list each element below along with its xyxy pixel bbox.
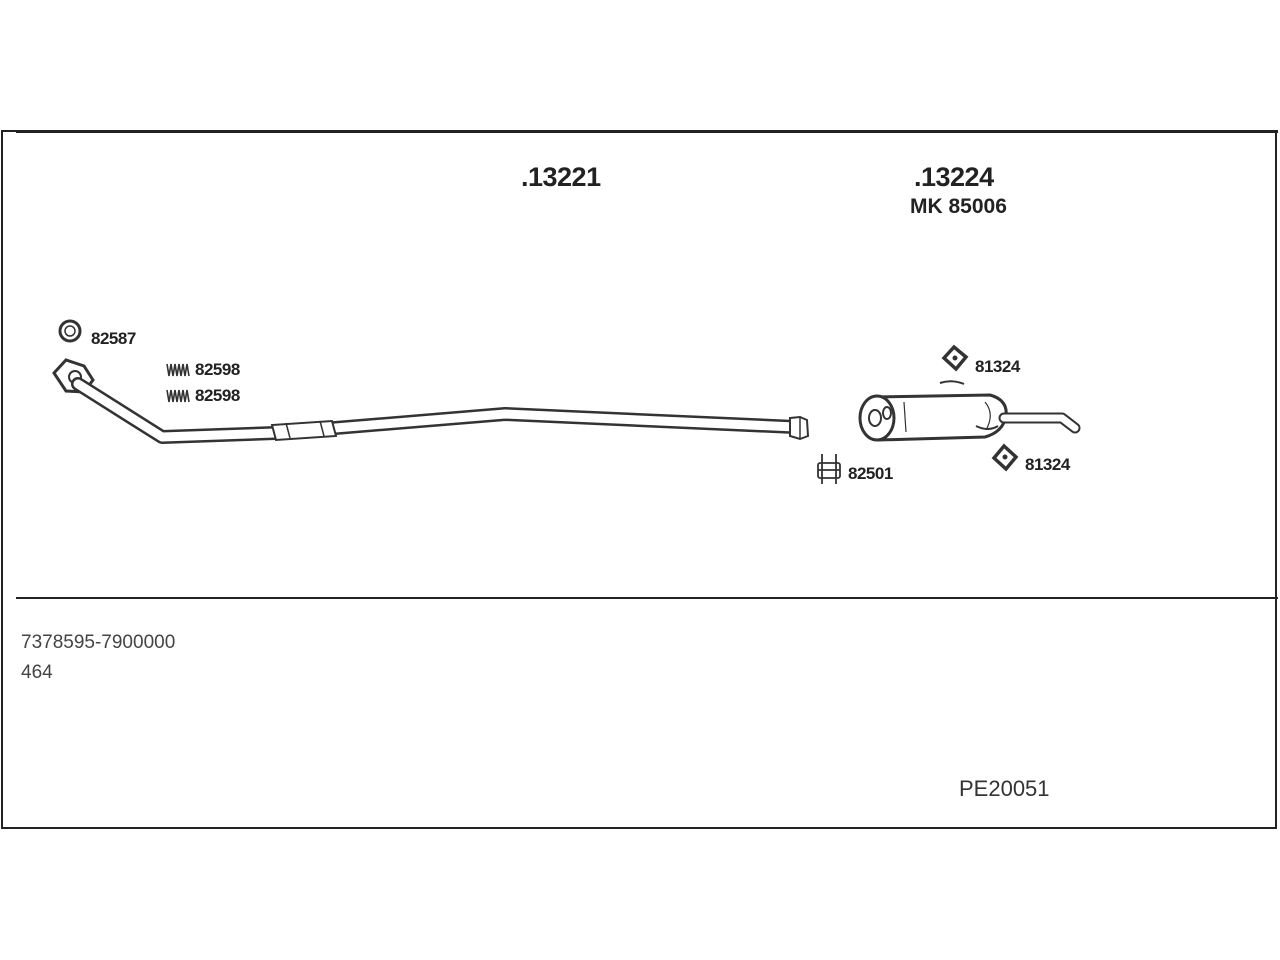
- rear-silencer: [858, 380, 1081, 442]
- rubber-mount-label: 81324: [1025, 455, 1070, 474]
- gasket-label: 82587: [91, 329, 136, 348]
- spring-icon: [166, 389, 190, 403]
- mounting-kit-number: MK 85006: [910, 195, 1007, 218]
- spring-label: 82598: [195, 360, 240, 379]
- system-code: PE20051: [959, 776, 1050, 801]
- rear-silencer-part-number: .13224: [914, 162, 994, 192]
- middle-pipe-part-number: .13221: [521, 162, 601, 192]
- rubber-mount-icon: [991, 443, 1019, 472]
- rubber-mount-label: 81324: [975, 357, 1020, 376]
- serial-range: 7378595-7900000: [21, 632, 176, 653]
- spring-label: 82598: [195, 386, 240, 405]
- spring-icon: [166, 363, 190, 377]
- clamp-label: 82501: [848, 464, 893, 483]
- rubber-mount-icon: [941, 344, 969, 372]
- top-divider: [16, 130, 1278, 133]
- middle-pipe: [71, 377, 810, 444]
- model-number: 464: [21, 662, 53, 683]
- clamp-icon: [817, 454, 841, 484]
- middle-divider: [16, 597, 1278, 599]
- gasket-ring-icon: [58, 319, 82, 343]
